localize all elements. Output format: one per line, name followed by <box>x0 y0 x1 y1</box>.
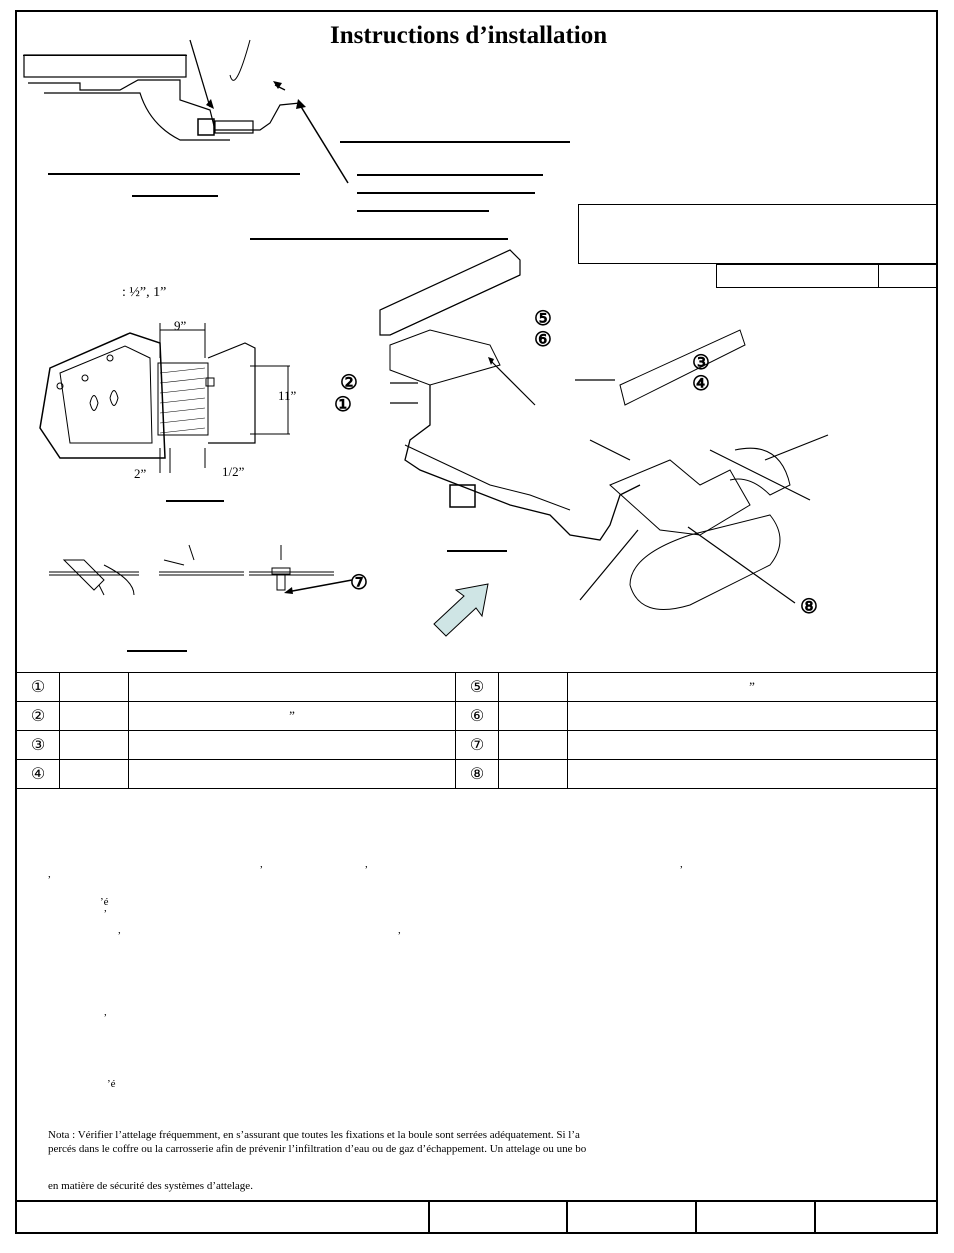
text-fragment: ’é <box>107 1078 116 1090</box>
heading-rule <box>357 210 489 212</box>
dim-half: 1/2” <box>222 464 245 479</box>
note-line-2: percés dans le coffre ou la carrosserie … <box>48 1143 587 1155</box>
figure-rule <box>166 500 224 502</box>
heading-rule <box>340 141 570 143</box>
info-box-small <box>716 264 938 288</box>
text-fragment: , <box>260 858 263 870</box>
table-row: ③ ⑦ <box>16 730 937 760</box>
pointer-arrow <box>296 99 349 184</box>
callout-4: ④ <box>692 373 710 395</box>
bolt-insertion-diagram <box>49 544 334 596</box>
heading-rule <box>357 192 535 194</box>
direction-arrow <box>433 583 489 637</box>
hitch-exploded-diagram <box>379 249 829 610</box>
callout-8: ⑧ <box>800 596 818 618</box>
info-box <box>578 204 938 264</box>
callout-5: ⑤ <box>534 308 552 330</box>
footer-cell <box>428 1202 430 1234</box>
page-title: Instructions d’installation <box>330 22 608 49</box>
callout-arrow-7 <box>284 579 353 594</box>
footer-row <box>16 1200 937 1234</box>
text-fragment: , <box>398 924 401 936</box>
figure-rule <box>447 550 507 552</box>
text-fragment: , <box>104 902 107 914</box>
parts-table: ① ⑤ ” ② ” ⑥ ③ ⑦ ④ ⑧ <box>16 672 937 789</box>
page-frame <box>15 10 938 1234</box>
text-fragment: , <box>365 858 368 870</box>
text-fragment: ’é <box>100 896 109 908</box>
heading-rule <box>357 174 543 176</box>
callout-6: ⑥ <box>534 329 552 351</box>
dim-11: 11” <box>278 388 297 403</box>
floor-drill-diagram <box>39 323 290 473</box>
callout-2: ② <box>340 372 358 394</box>
note-line-3: en matière de sécurité des systèmes d’at… <box>48 1180 253 1192</box>
heading-rule <box>48 173 300 175</box>
table-row: ④ ⑧ <box>16 759 937 789</box>
callout-3: ③ <box>692 352 710 374</box>
divider <box>878 264 879 288</box>
table-row: ① ⑤ ” <box>16 672 937 702</box>
text-fragment: , <box>104 1006 107 1018</box>
footer-cell <box>695 1202 697 1234</box>
callout-7: ⑦ <box>350 572 368 594</box>
text-fragment: , <box>680 858 683 870</box>
text-fragment: , <box>118 924 121 936</box>
figure-rule <box>127 650 187 652</box>
dim-2: 2” <box>134 466 147 481</box>
note-line-1: Nota : Vérifier l’attelage fréquemment, … <box>48 1129 580 1141</box>
footer-cell <box>566 1202 568 1234</box>
heading-rule <box>132 195 218 197</box>
dim-9: 9” <box>174 318 187 333</box>
callout-1: ① <box>334 394 352 416</box>
text-fragment: , <box>48 868 51 880</box>
drill-sizes: : ½”, 1” <box>122 285 167 300</box>
table-row: ② ” ⑥ <box>16 701 937 731</box>
footer-cell <box>814 1202 816 1234</box>
rule <box>23 55 187 56</box>
heading-rule <box>250 238 508 240</box>
